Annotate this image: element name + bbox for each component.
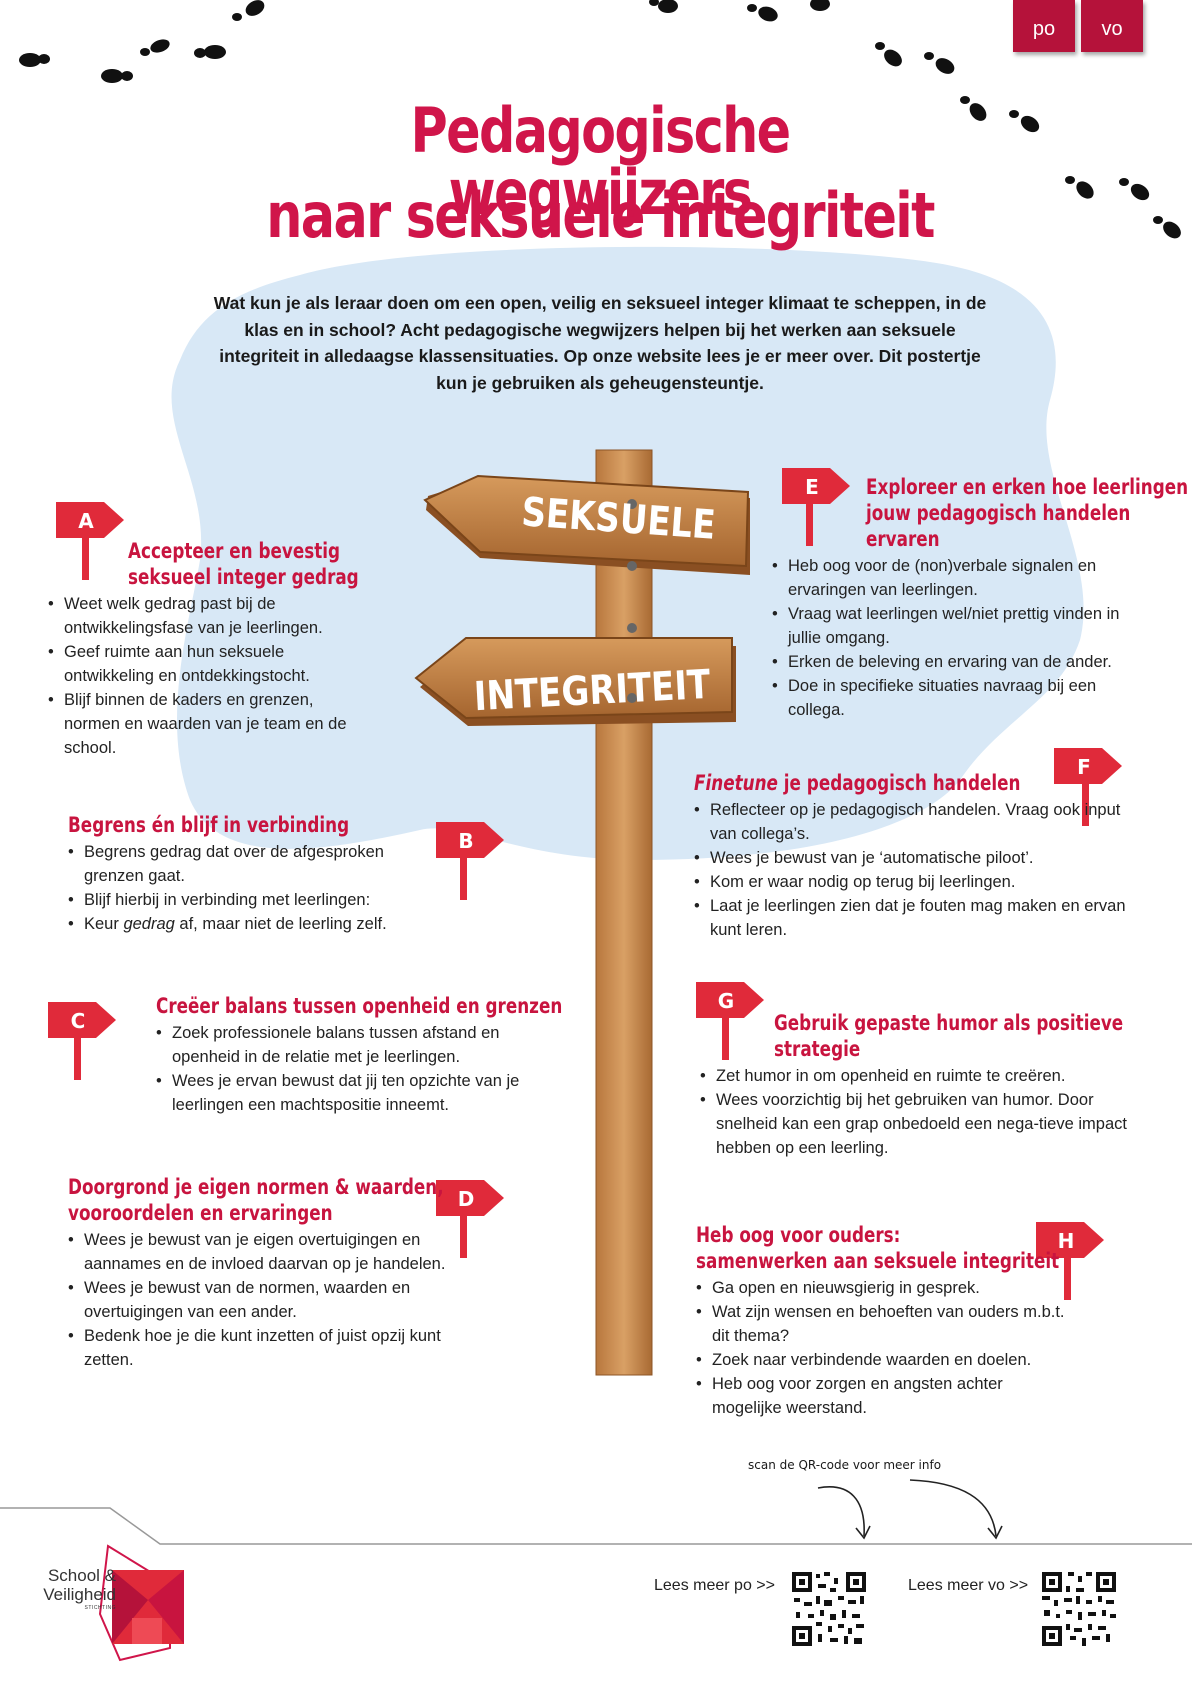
intro-text: Wat kun je als leraar doen om een open, … [213, 293, 987, 393]
signpost-illustration: SEKSUELE INTEGRITEIT [414, 449, 750, 1376]
section-d-bullets: Wees je bewust van je eigen overtuiginge… [68, 1228, 448, 1372]
section-g-bullets: Zet humor in om openheid en ruimte te cr… [700, 1064, 1140, 1160]
sign-h-icon: H [1036, 1222, 1104, 1300]
section-c-bullets: Zoek professionele balans tussen afstand… [156, 1021, 546, 1117]
tab-po[interactable]: po [1013, 0, 1075, 52]
section-f-title: Finetune je pedagogisch handelen [694, 771, 1021, 795]
svg-text:D: D [458, 1187, 475, 1211]
list-item: Geef ruimte aan hun seksuele ontwikkelin… [48, 640, 368, 688]
tab-vo[interactable]: vo [1081, 0, 1143, 52]
list-item: Erken de beleving en ervaring van de and… [772, 650, 1152, 674]
section-e-title: Exploreer en erken hoe leerlingen jouw p… [866, 475, 1189, 551]
section-a-title: Accepteer en bevestig seksueel integer g… [128, 539, 359, 589]
list-item: Heb oog voor de (non)verbale signalen en… [772, 554, 1152, 602]
section-b-bullets: Begrens gedrag dat over de afgesproken g… [68, 840, 428, 936]
section-b: Begrens én blijf in verbinding Begrens g… [68, 812, 428, 936]
list-item: Doe in specifieke situaties navraag bij … [772, 674, 1152, 722]
svg-text:E: E [805, 475, 819, 499]
svg-text:C: C [71, 1009, 86, 1033]
footprints-decoration [19, 0, 1181, 239]
qr-code-po[interactable] [790, 1570, 868, 1648]
list-item: Weet welk gedrag past bij de ontwikkelin… [48, 592, 368, 640]
list-item: Begrens gedrag dat over de afgesproken g… [68, 840, 428, 888]
list-item: Zoek professionele balans tussen afstand… [156, 1021, 546, 1069]
section-e: Exploreer en erken hoe leerlingen jouw p… [772, 474, 1189, 722]
list-item: Wees je bewust van de normen, waarden en… [68, 1276, 448, 1324]
sign-d-icon: D [436, 1180, 504, 1258]
section-d: Doorgrond je eigen normen & waarden, voo… [68, 1174, 448, 1372]
sign-c-icon: C [48, 1002, 116, 1080]
list-item: Keur gedrag af, maar niet de leerling ze… [68, 912, 428, 936]
section-a-bullets: Weet welk gedrag past bij de ontwikkelin… [48, 592, 368, 760]
section-a: Accepteer en bevestig seksueel integer g… [48, 538, 368, 760]
list-item: Wees je bewust van je eigen overtuiginge… [68, 1228, 448, 1276]
section-d-title: Doorgrond je eigen normen & waarden, voo… [68, 1175, 444, 1225]
section-h-title: Heb oog voor ouders: samenwerken aan sek… [696, 1223, 1060, 1273]
list-item: Wees je bewust van je ‘automatische pilo… [694, 846, 1134, 870]
section-f: Finetune je pedagogisch handelen Reflect… [694, 770, 1144, 942]
section-h: Heb oog voor ouders: samenwerken aan sek… [696, 1222, 1136, 1420]
footer-divider [0, 1507, 1192, 1545]
list-item: Wat zijn wensen en behoeften van ouders … [696, 1300, 1066, 1348]
sign-b-icon: B [436, 822, 504, 900]
section-c: Creëer balans tussen openheid en grenzen… [156, 993, 563, 1117]
logo-text: School & Veiligheid STICHTING [43, 1566, 116, 1611]
list-item: Zet humor in om openheid en ruimte te cr… [700, 1064, 1140, 1088]
list-item: Heb oog voor zorgen en angsten achter mo… [696, 1372, 1066, 1420]
list-item: Reflecteer op je pedagogisch handelen. V… [694, 798, 1134, 846]
qr-hint-text: scan de QR-code voor meer info [748, 1458, 942, 1472]
page-title-line1: Pedagogische wegwijzers [410, 94, 792, 229]
svg-text:F: F [1077, 755, 1091, 779]
list-item: Laat je leerlingen zien dat je fouten ma… [694, 894, 1134, 942]
svg-text:G: G [718, 989, 734, 1013]
qr-code-vo[interactable] [1040, 1570, 1118, 1648]
section-g-title: Gebruik gepaste humor als positieve stra… [774, 1011, 1124, 1061]
list-item: Kom er waar nodig op terug bij leerlinge… [694, 870, 1134, 894]
svg-text:B: B [458, 829, 473, 853]
section-e-bullets: Heb oog voor de (non)verbale signalen en… [772, 554, 1152, 722]
svg-text:H: H [1058, 1229, 1075, 1253]
svg-text:A: A [78, 509, 94, 533]
list-item: Vraag wat leerlingen wel/niet prettig vi… [772, 602, 1152, 650]
list-item: Zoek naar verbindende waarden en doelen. [696, 1348, 1066, 1372]
arrow-icon [817, 1479, 1003, 1540]
list-item: Blijf hierbij in verbinding met leerling… [68, 888, 428, 912]
list-item: Bedenk hoe je die kunt inzetten of juist… [68, 1324, 448, 1372]
lees-meer-po-link[interactable]: Lees meer po >> [654, 1577, 775, 1594]
page-title-line2: naar seksuele integriteit [266, 179, 935, 252]
lees-meer-vo-link[interactable]: Lees meer vo >> [908, 1577, 1029, 1594]
school-veiligheid-logo [98, 1544, 184, 1662]
sign-e-icon: E [782, 468, 850, 546]
section-h-bullets: Ga open en nieuwsgierig in gesprek. Wat … [696, 1276, 1066, 1420]
list-item: Ga open en nieuwsgierig in gesprek. [696, 1276, 1066, 1300]
list-item: Blijf binnen de kaders en grenzen, norme… [48, 688, 368, 760]
section-g: Gebruik gepaste humor als positieve stra… [700, 1010, 1140, 1160]
list-item: Wees je ervan bewust dat jij ten opzicht… [156, 1069, 546, 1117]
sign-f-icon: F [1054, 748, 1122, 826]
sign-a-icon: A [56, 502, 124, 580]
list-item: Wees voorzichtig bij het gebruiken van h… [700, 1088, 1140, 1160]
section-b-title: Begrens én blijf in verbinding [68, 813, 350, 837]
section-c-title: Creëer balans tussen openheid en grenzen [156, 994, 563, 1018]
sign-g-icon: G [696, 982, 764, 1060]
section-f-bullets: Reflecteer op je pedagogisch handelen. V… [694, 798, 1134, 942]
